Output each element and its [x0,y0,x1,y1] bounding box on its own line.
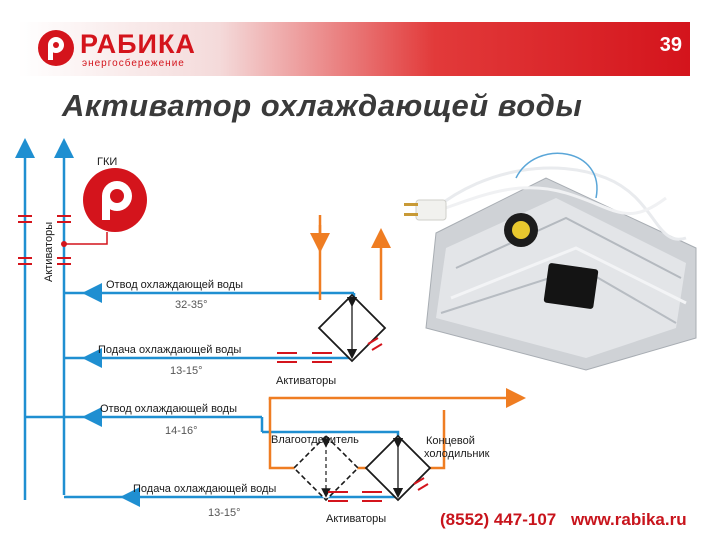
activators-vertical-label: Активаторы [43,222,55,282]
g2-activators-label: Активаторы [326,513,386,525]
brand-tagline: энергосбережение [82,58,185,69]
activator-product-photo [396,138,708,378]
page-number: 39 [660,34,682,57]
brand-logo: РАБИКА энергосбережение [38,28,188,72]
footer-contacts: (8552) 447-107 www.rabika.ru [440,510,697,530]
g2-end-cooler-icon [366,436,430,500]
g2-supply-temp: 13-15° [208,507,241,519]
g2-outflow-label: Отвод охлаждающей воды [100,403,237,415]
control-box-icon [543,263,598,310]
g1-activators-label: Активаторы [276,375,336,387]
valve-cap-icon [504,213,538,247]
g2-separator-label: Влагоотделитель [271,434,359,446]
g1-outflow-temp: 32-35° [175,299,208,311]
g1-heat-exchanger-icon [319,295,385,361]
g2-end-cooler-label-1: Концевой [426,435,475,447]
logo-mark-icon [38,30,74,66]
g2-supply-label: Подача охлаждающей воды [133,483,276,495]
g1-outflow-label: Отвод охлаждающей воды [106,279,243,291]
g2-end-cooler-label-2: холодильник [424,448,490,460]
footer-website[interactable]: www.rabika.ru [571,510,687,529]
gki-logo-icon [83,168,147,232]
slide-title: Активатор охлаждающей воды [62,88,582,124]
brand-name: РАБИКА [80,29,196,60]
footer-phone: (8552) 447-107 [440,510,556,529]
g2-outflow-temp: 14-16° [165,425,198,437]
g1-supply-temp: 13-15° [170,365,203,377]
gki-connector [64,232,107,244]
g2-orange-top [270,398,516,400]
g1-supply-label: Подача охлаждающей воды [98,344,241,356]
gki-label: ГКИ [97,156,117,168]
